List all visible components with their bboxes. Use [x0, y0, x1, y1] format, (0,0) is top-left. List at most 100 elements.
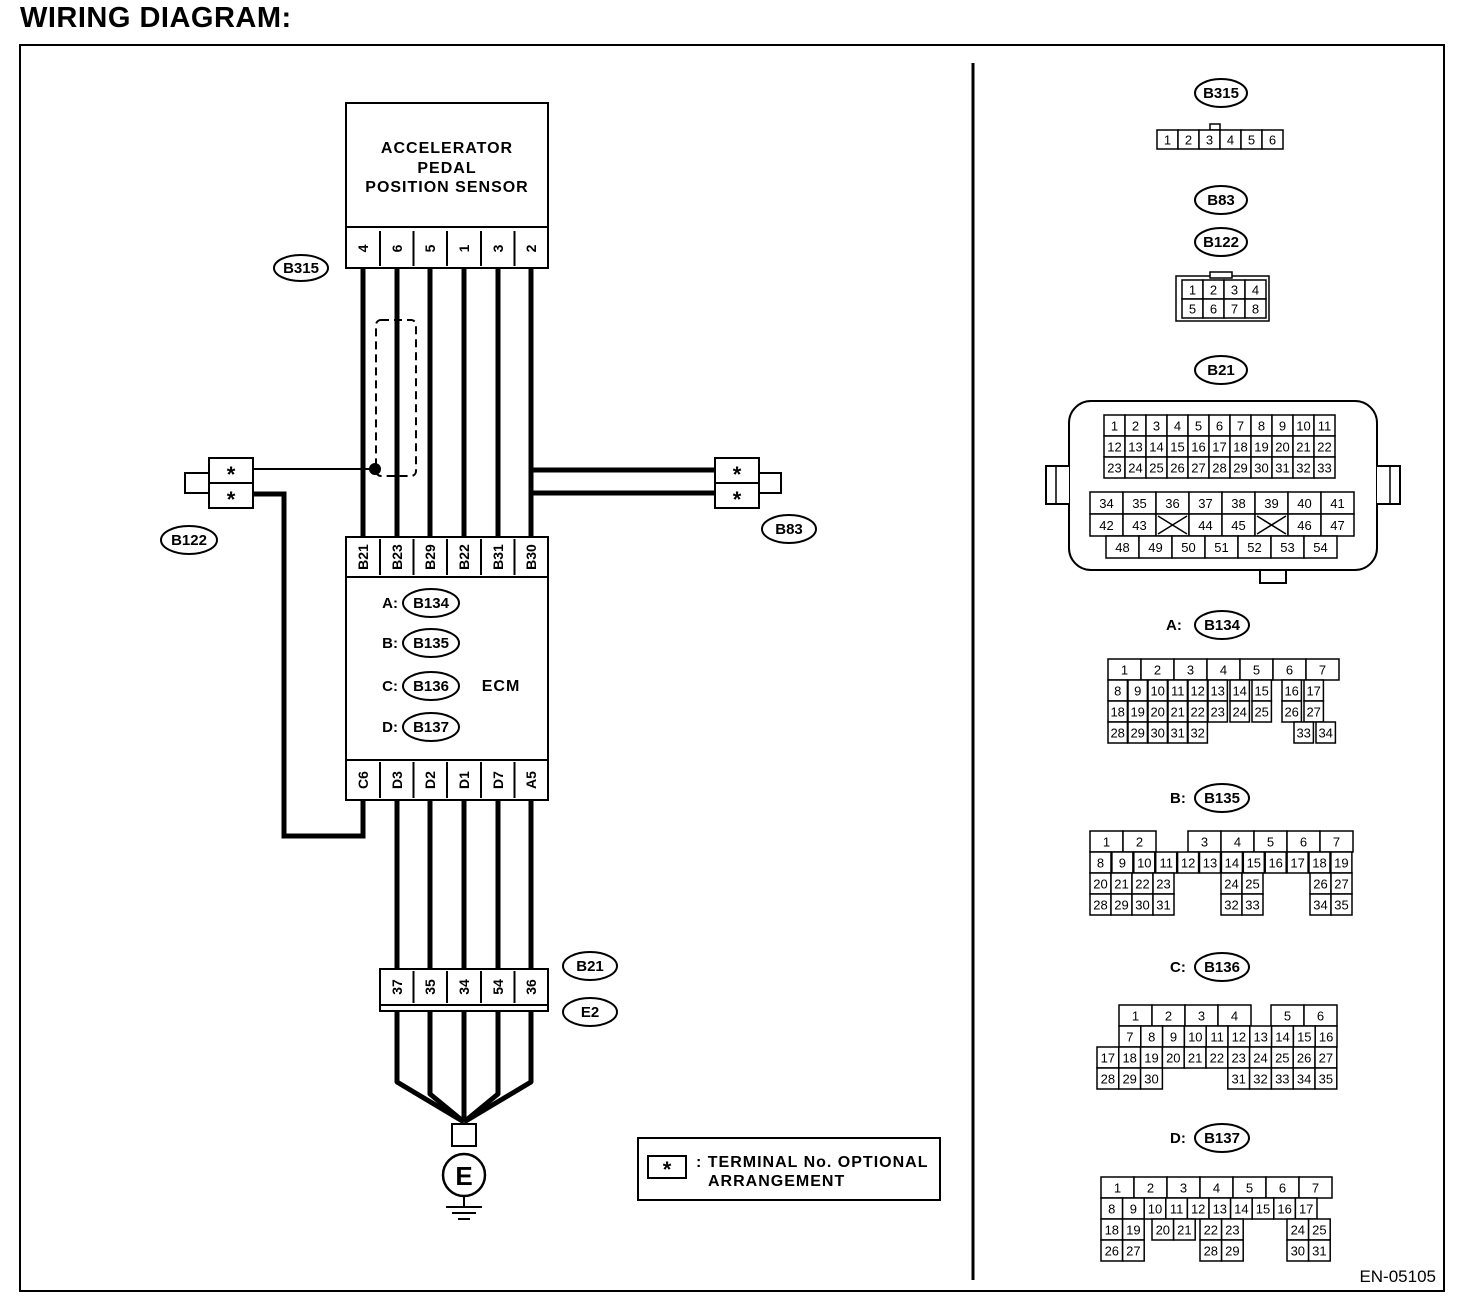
- pin-cell: [1293, 721, 1315, 744]
- diagram-code: EN-05105: [1359, 1267, 1436, 1286]
- pin-cell: [1313, 456, 1336, 479]
- pin-number: 1: [1121, 663, 1128, 678]
- ecm-conn-oval: [402, 671, 460, 701]
- pin-number: 7: [1237, 419, 1244, 434]
- pin-number: 6: [1300, 835, 1307, 850]
- pin-number: 21: [1188, 1051, 1202, 1066]
- pin-cell: [1307, 1239, 1331, 1262]
- pin-number: 32: [1190, 726, 1204, 741]
- pin-number: 48: [1115, 540, 1129, 555]
- pin-number: 5: [1253, 663, 1260, 678]
- b-view-prefix: B:: [1170, 790, 1186, 807]
- pin-number: 22: [1135, 877, 1149, 892]
- pin-number: 25: [1312, 1223, 1326, 1238]
- pin-number: 18: [1110, 705, 1124, 720]
- pin-number: 31: [1156, 898, 1170, 913]
- pin-number: 14: [1275, 1030, 1289, 1045]
- pin-cell: [1152, 893, 1175, 916]
- pin-label: B30: [523, 544, 539, 570]
- pin-cell: [1244, 298, 1267, 319]
- pin-number: 31: [1275, 461, 1289, 476]
- d-view-tag: B137: [1204, 1130, 1240, 1147]
- a-view-tag: B134: [1204, 617, 1241, 634]
- pin-number: 3: [1180, 1181, 1187, 1196]
- pin-number: 24: [1128, 461, 1142, 476]
- pin-number: 29: [1130, 726, 1144, 741]
- pin-number: 7: [1319, 663, 1326, 678]
- pin-number: 30: [1291, 1244, 1305, 1259]
- pin-number: 34: [1313, 898, 1327, 913]
- pin-label: 54: [490, 979, 506, 995]
- d-view-prefix: D:: [1170, 1130, 1186, 1147]
- pin-number: 17: [1290, 856, 1304, 871]
- pin-number: 8: [1148, 1030, 1155, 1045]
- pin-number: 19: [1130, 705, 1144, 720]
- pin-number: 24: [1224, 877, 1238, 892]
- pin-cell: [1207, 700, 1229, 723]
- pin-number: 13: [1210, 684, 1224, 699]
- b122-tag: B122: [160, 525, 218, 555]
- pin-label: 37: [389, 979, 405, 995]
- pin-number: 21: [1296, 440, 1310, 455]
- pin-number: 9: [1130, 1202, 1137, 1217]
- pin-number: 32: [1224, 898, 1238, 913]
- pin-number: 24: [1253, 1051, 1267, 1066]
- pin-cell: [1187, 721, 1209, 744]
- pin-number: 10: [1188, 1030, 1202, 1045]
- pin-number: 20: [1156, 1223, 1170, 1238]
- pin-number: 29: [1122, 1072, 1136, 1087]
- pin-number: 50: [1181, 540, 1195, 555]
- b315-sensor-connector-tag: B315: [273, 254, 329, 282]
- pin-number: 35: [1132, 496, 1146, 511]
- pin-number: 54: [1313, 540, 1327, 555]
- pin-cell: [1251, 700, 1273, 723]
- pin-number: 3: [1187, 663, 1194, 678]
- pin-number: 21: [1114, 877, 1128, 892]
- pin-number: 33: [1275, 1072, 1289, 1087]
- pin-cell: [1139, 1067, 1164, 1090]
- ecm-conn-oval: [402, 628, 460, 658]
- pin-number: 4: [1220, 663, 1227, 678]
- pin-number: 23: [1156, 877, 1170, 892]
- cell-cross: [1256, 515, 1287, 535]
- pin-number: 10: [1137, 856, 1151, 871]
- pin-number: 6: [1279, 1181, 1286, 1196]
- pin-number: 1: [1164, 133, 1171, 148]
- pin-number: 1: [1132, 1009, 1139, 1024]
- pin-number: 14: [1149, 440, 1163, 455]
- pin-number: 27: [1191, 461, 1205, 476]
- pin-number: 16: [1277, 1202, 1291, 1217]
- e2-harness-tag: E2: [562, 997, 618, 1027]
- pin-number: 8: [1108, 1202, 1115, 1217]
- b83-tag: B83: [761, 514, 817, 544]
- pin-number: 16: [1319, 1030, 1333, 1045]
- legend-symbol: *: [663, 1157, 672, 1182]
- pin-number: 8: [1258, 419, 1265, 434]
- b122-view-tag: B122: [1203, 234, 1239, 251]
- pin-number: 12: [1181, 856, 1195, 871]
- b122-tag-label: B122: [171, 532, 207, 549]
- pin-number: 18: [1105, 1223, 1119, 1238]
- pin-number: 27: [1306, 705, 1320, 720]
- pin-number: 35: [1319, 1072, 1333, 1087]
- pin-number: 3: [1153, 419, 1160, 434]
- pin-number: 34: [1297, 1072, 1311, 1087]
- pin-number: 31: [1170, 726, 1184, 741]
- ecm-conn-oval: [402, 588, 460, 618]
- pin-number: 52: [1247, 540, 1261, 555]
- pin-number: 9: [1279, 419, 1286, 434]
- pin-number: 3: [1231, 283, 1238, 298]
- pin-number: 28: [1093, 898, 1107, 913]
- c-view-tag: B136: [1204, 959, 1240, 976]
- pin-cell: [1121, 1239, 1145, 1262]
- pin-number: 27: [1126, 1244, 1140, 1259]
